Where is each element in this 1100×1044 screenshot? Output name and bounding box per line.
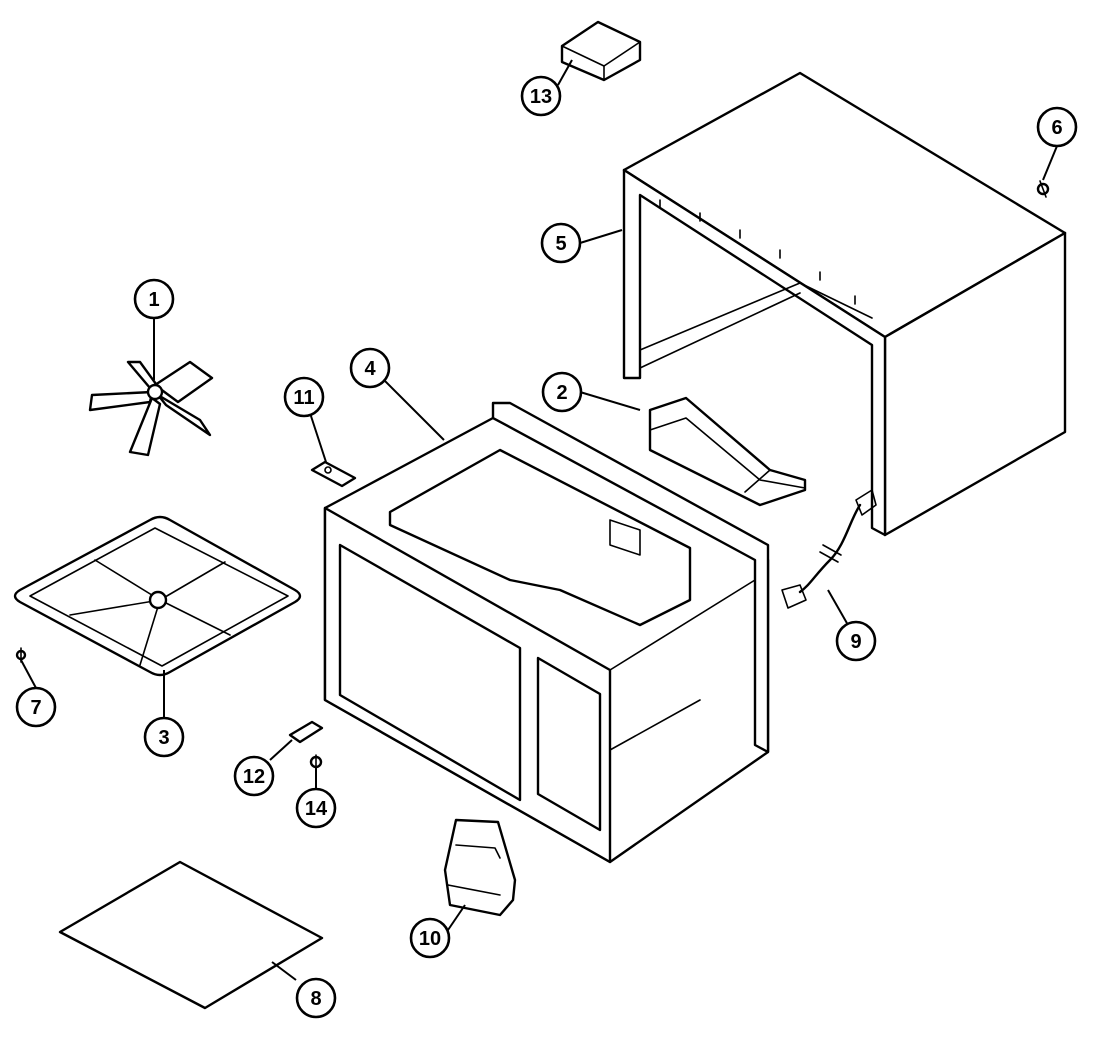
screw-14: [309, 754, 323, 770]
callout-3: 3: [143, 716, 185, 758]
callout-11: 11: [283, 376, 325, 418]
cover-sheet: [58, 860, 324, 1010]
callout-9: 9: [835, 620, 877, 662]
callout-10: 10: [409, 917, 451, 959]
callout-5: 5: [540, 222, 582, 264]
power-cord: [781, 489, 877, 609]
svg-text:11: 11: [293, 387, 314, 409]
callout-1: 1: [133, 278, 175, 320]
svg-text:8: 8: [310, 988, 321, 1010]
callout-8: 8: [295, 977, 337, 1019]
stirrer-cover: [13, 515, 302, 677]
outer-cabinet: [622, 71, 1067, 537]
fan-blade: [88, 360, 214, 457]
leader-lines: [20, 59, 1058, 981]
svg-text:3: 3: [158, 727, 169, 749]
svg-text:6: 6: [1051, 117, 1062, 139]
callout-4: 4: [349, 347, 391, 389]
callout-7: 7: [15, 686, 57, 728]
screw-7: [15, 647, 27, 663]
bracket-11: [310, 460, 357, 488]
oven-cavity: [323, 401, 770, 864]
callout-13: 13: [520, 75, 562, 117]
screw-6: [1036, 180, 1050, 198]
svg-text:2: 2: [556, 382, 567, 404]
svg-text:14: 14: [305, 798, 328, 820]
svg-text:5: 5: [555, 233, 566, 255]
svg-text:7: 7: [30, 697, 41, 719]
svg-text:9: 9: [850, 631, 861, 653]
svg-text:4: 4: [364, 358, 376, 380]
svg-text:1: 1: [148, 289, 159, 311]
callout-14: 14: [295, 787, 337, 829]
top-vent-bracket: [560, 20, 642, 82]
callout-2: 2: [541, 371, 583, 413]
svg-text:12: 12: [243, 766, 265, 788]
svg-text:10: 10: [419, 928, 441, 950]
clip-12: [288, 720, 324, 744]
air-duct: [648, 396, 807, 507]
latch-bracket: [443, 818, 517, 917]
callout-6: 6: [1036, 106, 1078, 148]
svg-text:13: 13: [530, 86, 552, 108]
callout-12: 12: [233, 755, 275, 797]
